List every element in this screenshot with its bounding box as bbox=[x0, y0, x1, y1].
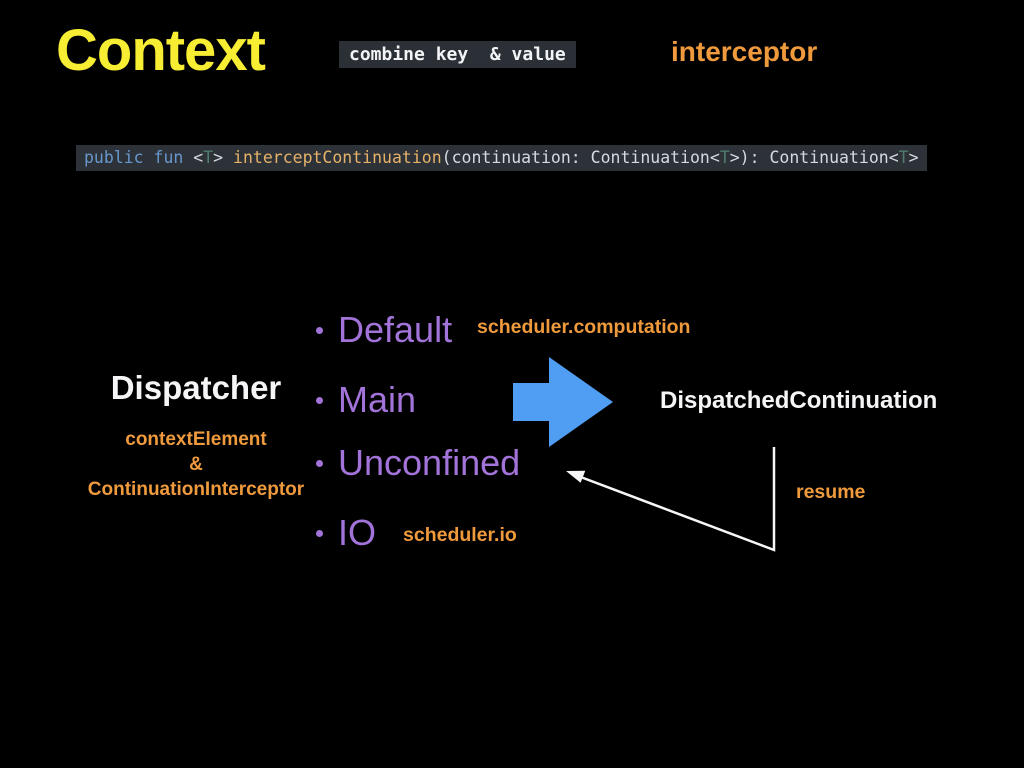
bullet-dot bbox=[316, 326, 323, 334]
page-title: Context bbox=[56, 18, 266, 83]
code-segment-type-param: T bbox=[203, 148, 214, 167]
code-segment-type-param: T bbox=[898, 148, 909, 167]
dispatched-continuation-title: DispatchedContinuation bbox=[660, 387, 938, 414]
bullet-dot bbox=[316, 459, 323, 467]
bullet-dot bbox=[316, 396, 323, 404]
list-item-default: Default bbox=[316, 308, 452, 352]
dispatcher-subtitle: contextElement & ContinuationInterceptor bbox=[60, 427, 332, 502]
bullet-dot bbox=[316, 529, 323, 537]
list-item-io: IO bbox=[316, 511, 376, 555]
flow-arrow-icon bbox=[513, 357, 613, 447]
code-segment-type-param: T bbox=[719, 148, 730, 167]
resume-arrow-icon bbox=[566, 447, 776, 552]
combine-key-value-badge: combine key & value bbox=[339, 41, 576, 68]
code-segment: > bbox=[213, 148, 234, 167]
dispatcher-subtitle-line: ContinuationInterceptor bbox=[87, 479, 305, 500]
code-segment: (continuation: Continuation< bbox=[441, 148, 720, 167]
code-segment: >): Continuation< bbox=[729, 148, 899, 167]
scheduler-io-note: scheduler.io bbox=[403, 524, 517, 546]
interceptor-label: interceptor bbox=[671, 36, 818, 67]
code-snippet: public fun <T> interceptContinuation(con… bbox=[76, 145, 927, 171]
code-segment-keyword: public fun bbox=[84, 148, 194, 167]
dispatcher-subtitle-line: & bbox=[189, 454, 203, 475]
list-item-main: Main bbox=[316, 378, 416, 422]
code-segment-function-name: interceptContinuation bbox=[233, 148, 442, 167]
dispatcher-item-label: Unconfined bbox=[338, 442, 521, 483]
dispatcher-item-label: Default bbox=[338, 309, 453, 350]
dispatcher-item-label: Main bbox=[338, 379, 417, 420]
dispatcher-title: Dispatcher bbox=[110, 369, 282, 406]
resume-arrow-head bbox=[566, 470, 586, 483]
resume-label: resume bbox=[796, 481, 866, 503]
dispatcher-subtitle-line: contextElement bbox=[125, 429, 267, 450]
resume-arrow-line bbox=[577, 447, 776, 552]
flow-arrow-shape bbox=[513, 357, 613, 447]
scheduler-computation-note: scheduler.computation bbox=[477, 316, 691, 338]
dispatcher-item-label: IO bbox=[338, 512, 377, 553]
code-segment: < bbox=[193, 148, 204, 167]
list-item-unconfined: Unconfined bbox=[316, 441, 520, 485]
code-segment: > bbox=[908, 148, 919, 167]
